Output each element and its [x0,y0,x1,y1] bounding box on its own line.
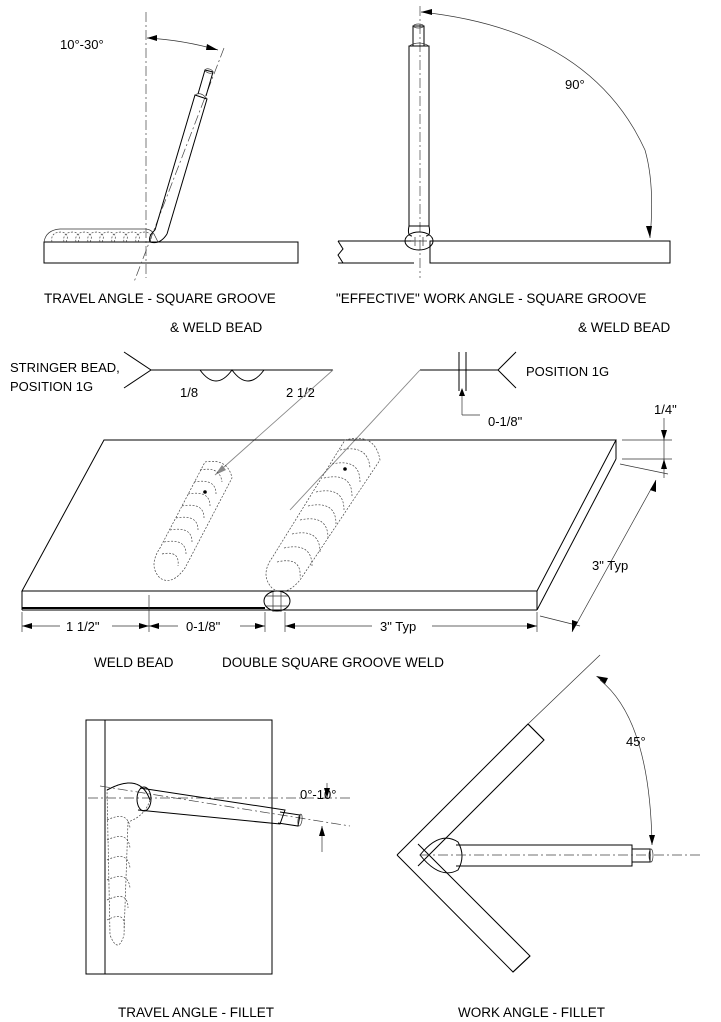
electrode [136,786,303,827]
right-plate [429,240,671,264]
dim-right-label: 3" Typ [380,619,416,634]
dim-gap-label: 0-1/8" [186,619,221,634]
stringer-size: 1/8 [180,385,198,400]
groove-bead [263,437,381,612]
reference-line-45 [527,654,601,725]
caption-line-2: & WELD BEAD [578,320,671,335]
dim-left-label: 1 1/2" [66,619,100,634]
stringer-bead [153,461,233,581]
work-fillet-caption: WORK ANGLE - FILLET [458,1005,605,1020]
weld-bead [43,228,159,243]
thickness-dimension: 1/4" [622,402,677,478]
angle-arc [599,679,653,846]
fillet-bead [419,837,463,874]
stringer-label-line-2: POSITION 1G [10,379,93,394]
arrow-head [646,226,652,238]
angle-arc [420,11,652,239]
base-plate [104,719,273,975]
electrode [420,844,700,867]
fillet-work-angle-label: 45° [626,734,646,749]
leader-line [214,369,334,476]
electrode [149,68,214,244]
width-dimension: 3" Typ [539,463,669,633]
caption-line-2: & WELD BEAD [170,320,263,335]
thickness-label: 1/4" [654,402,677,417]
panel-plate-layout: STRINGER BEAD, POSITION 1G 1/8 2 1/2 POS… [10,351,677,670]
stringer-bead-symbol: STRINGER BEAD, POSITION 1G 1/8 2 1/2 [10,351,334,476]
caption-line-1: "EFFECTIVE" WORK ANGLE - SQUARE GROOVE [336,291,646,306]
bottom-dimensions: 1 1/2" 0-1/8" 3" Typ [21,595,538,634]
electrode-axis [133,47,225,283]
arrow-head [206,44,218,50]
stringer-label-line-1: STRINGER BEAD, [10,360,120,375]
width-label: 3" Typ [592,558,628,573]
arrow-head [147,35,157,41]
groove-position-label: POSITION 1G [526,364,609,379]
stringer-length: 2 1/2 [286,385,315,400]
fillet-bead [106,782,151,946]
panel-work-angle-fillet: 45° WORK ANGLE - FILLET [396,654,700,1020]
travel-fillet-caption: TRAVEL ANGLE - FILLET [118,1005,274,1020]
double-square-groove-caption: DOUBLE SQUARE GROOVE WELD [222,655,444,670]
travel-angle-label: 10°-30° [60,37,104,52]
caption-line-1: TRAVEL ANGLE - SQUARE GROOVE [44,291,276,306]
electrode-axis [99,785,351,827]
panel-travel-angle-square-groove: 10°-30° TRAVEL ANGLE - SQUARE GROOVE & W… [43,12,299,335]
fillet-travel-angle-label: 0°-10° [300,787,336,802]
weld-bead-caption: WELD BEAD [94,655,174,670]
panel-travel-angle-fillet: 0°-10° TRAVEL ANGLE - FILLET [85,719,351,1020]
electrode [407,23,431,237]
work-angle-label: 90° [565,77,585,92]
weld-nugget [404,231,434,251]
vertical-plate [85,719,106,975]
arrow-head [421,9,432,15]
plate [21,439,617,611]
lower-plate [396,843,531,973]
panel-effective-work-angle: 90° "EFFECTIVE" WORK ANGLE - SQUARE GROO… [336,6,671,335]
plate [43,241,299,264]
left-plate [337,240,414,264]
groove-gap-label: 0-1/8" [488,414,523,429]
groove-weld-symbol: POSITION 1G 0-1/8" [289,351,609,511]
